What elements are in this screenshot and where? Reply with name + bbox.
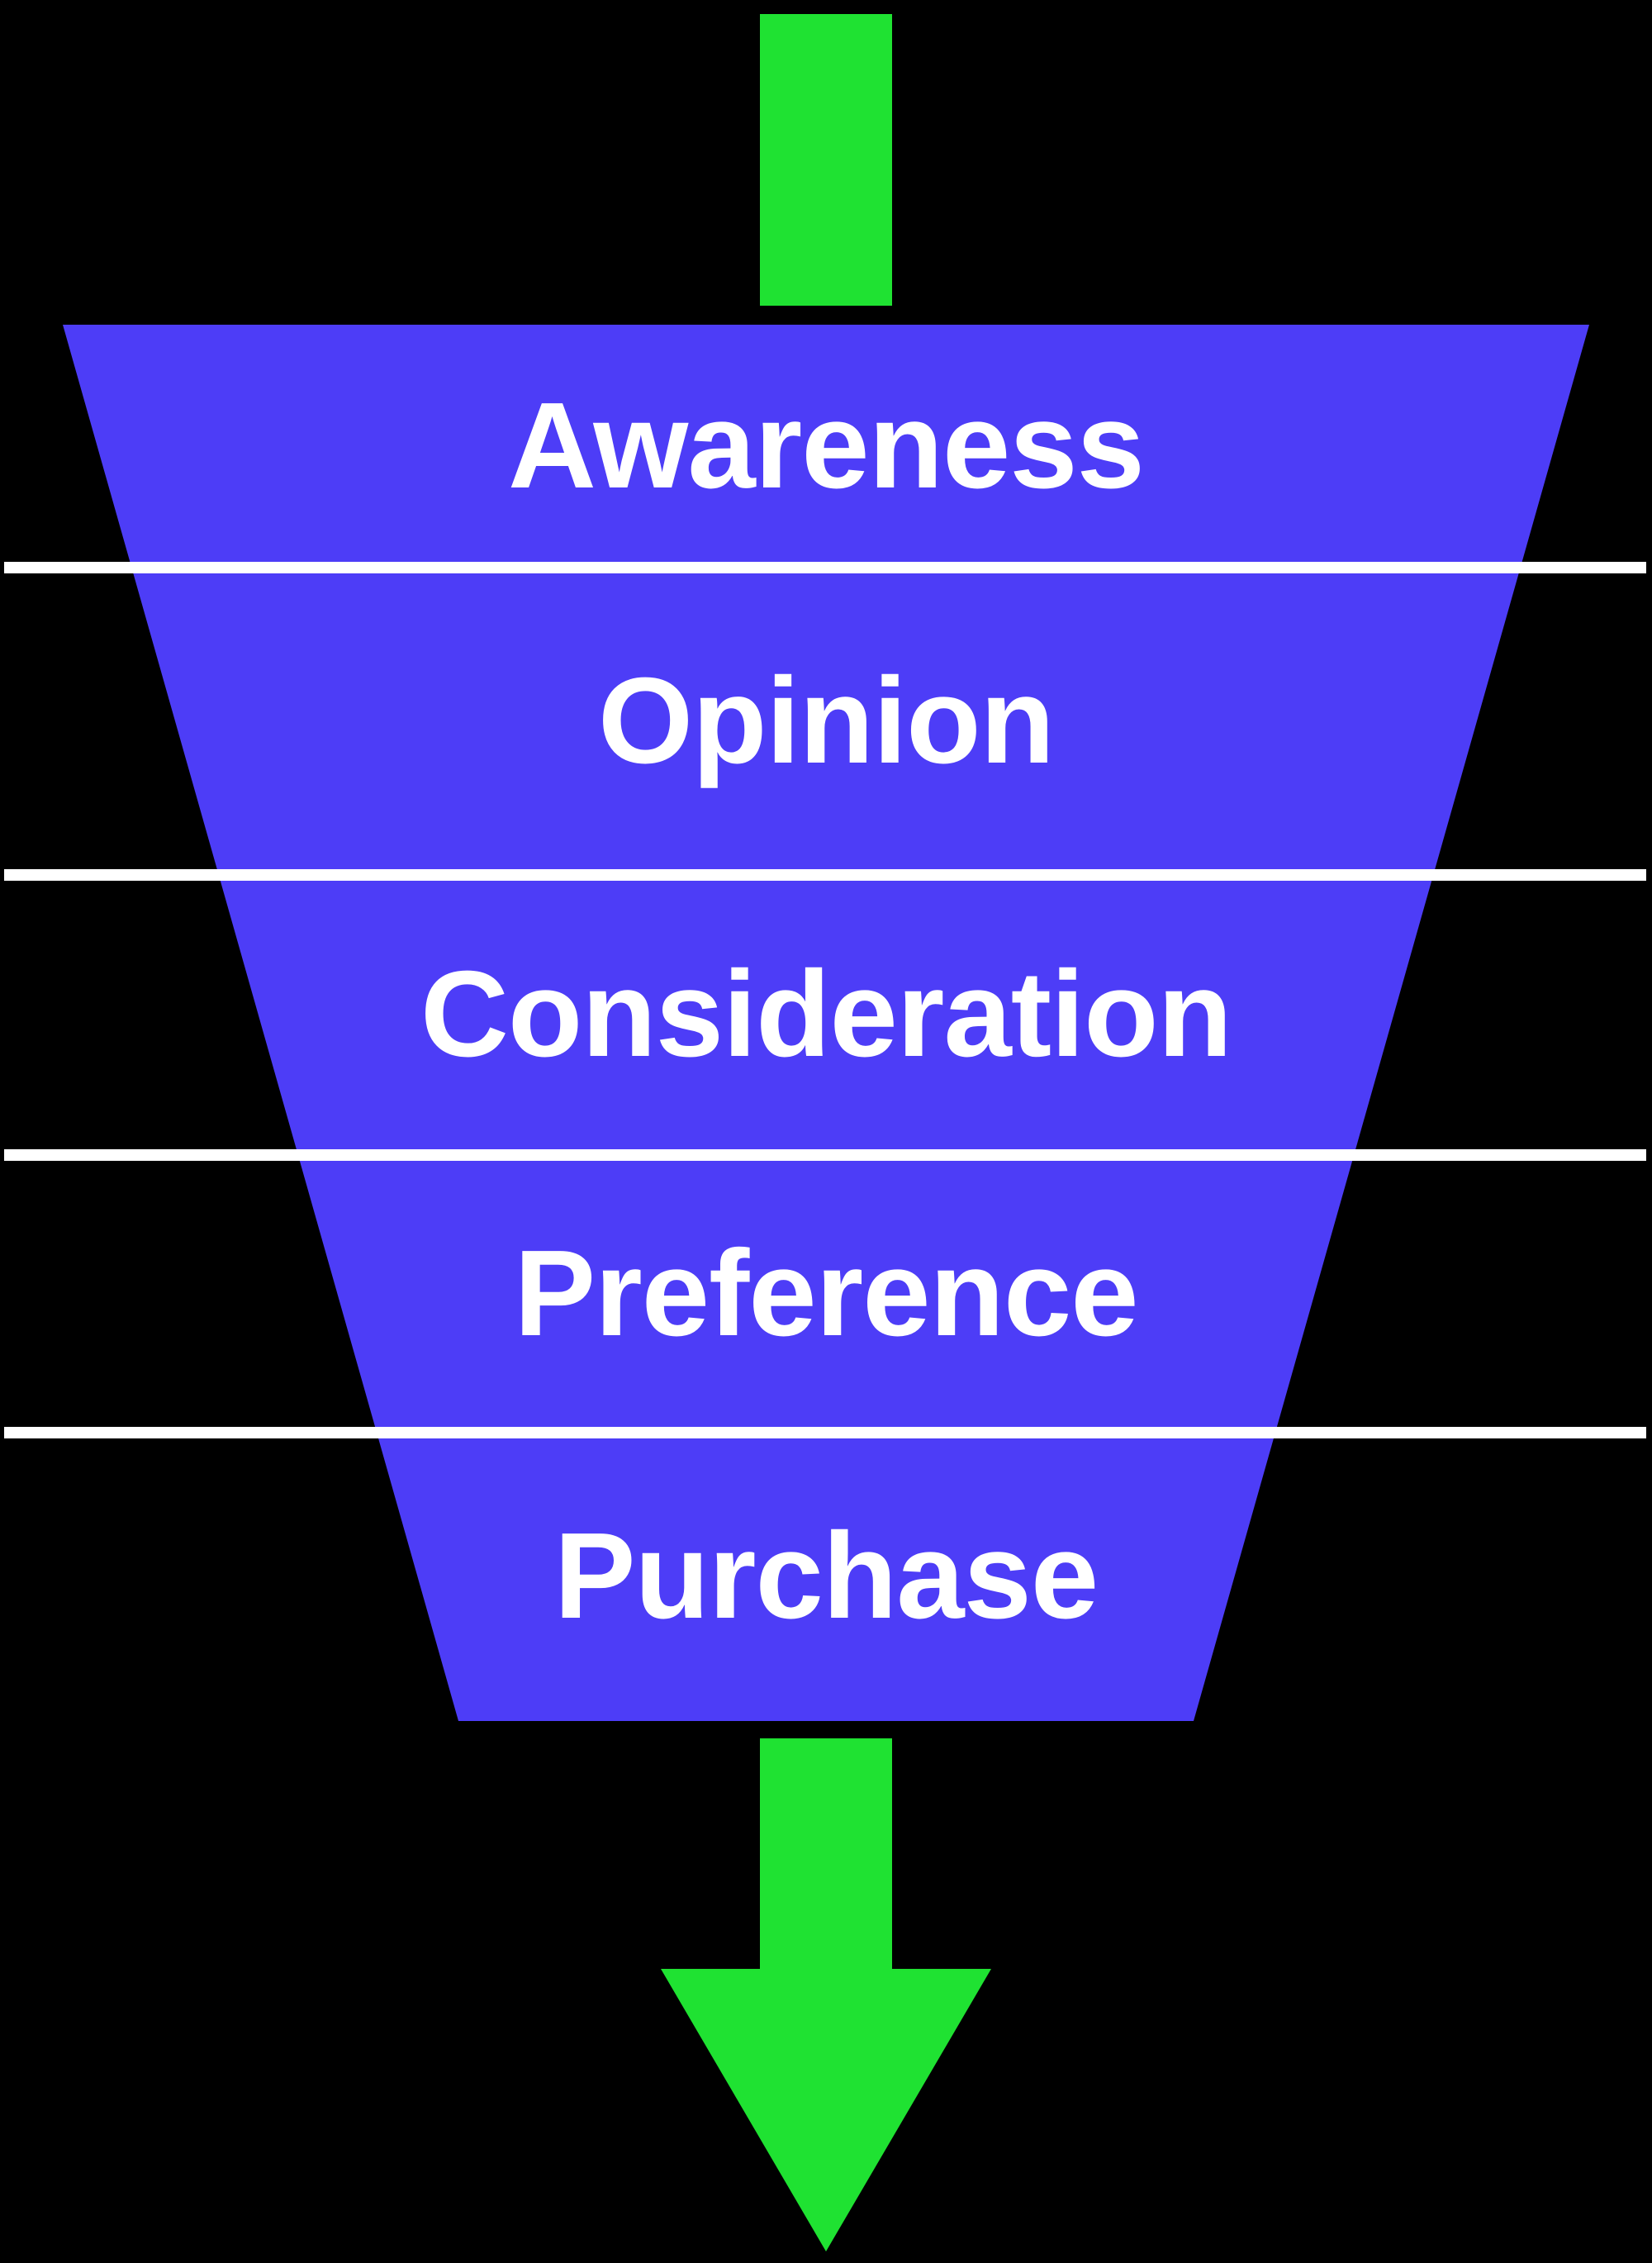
stage-label-opinion: Opinion	[598, 653, 1055, 789]
top-arrow-icon	[760, 14, 892, 306]
divider-line-3	[4, 1149, 1646, 1161]
stage-label-preference: Preference	[514, 1225, 1138, 1362]
stage-label-consideration: Consideration	[420, 946, 1232, 1082]
bottom-arrow-icon	[661, 1738, 991, 2251]
funnel-shape	[63, 325, 1589, 1721]
divider-line-4	[4, 1427, 1646, 1438]
divider-line-1	[4, 562, 1646, 573]
stage-label-purchase: Purchase	[553, 1508, 1099, 1644]
stage-label-awareness: Awareness	[508, 378, 1145, 514]
divider-line-2	[4, 869, 1646, 881]
